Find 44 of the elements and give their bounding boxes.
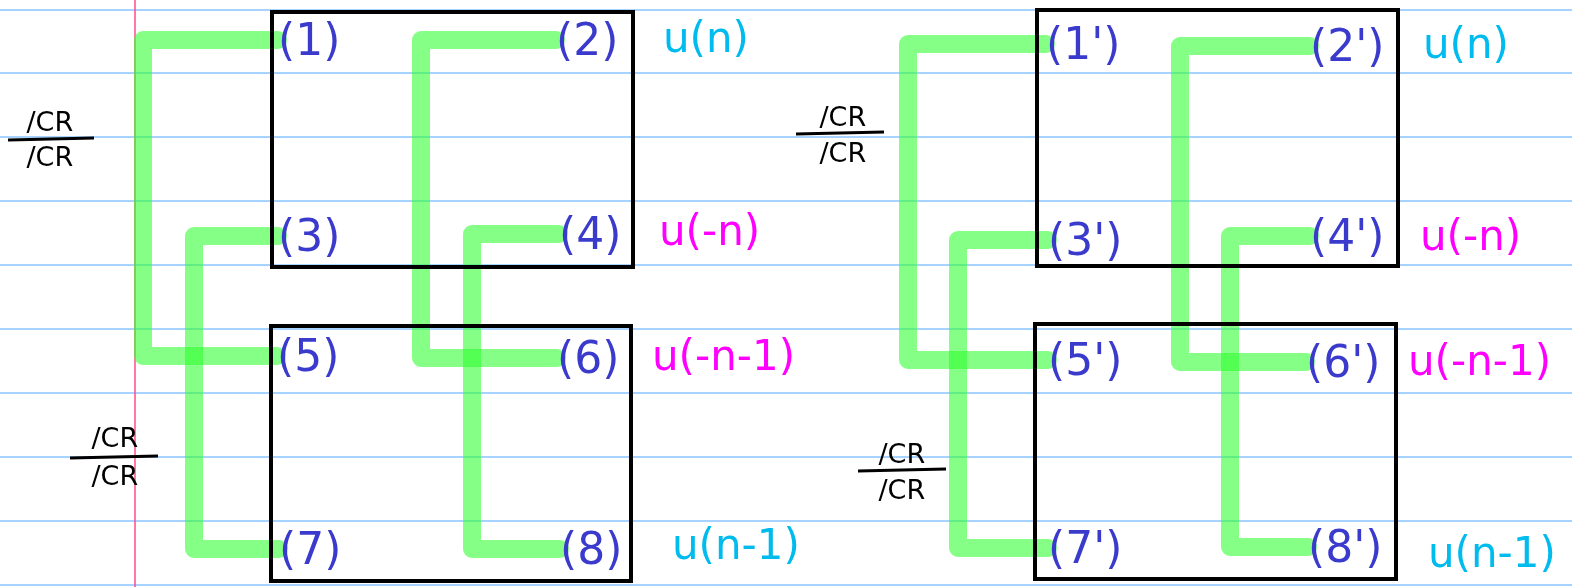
fraction-text: /CR <box>819 137 867 169</box>
function-label: u(-n) <box>1420 211 1522 261</box>
function-label: u(n) <box>663 13 749 63</box>
node-number: (1) <box>278 15 341 65</box>
node-number: (4) <box>559 209 622 259</box>
connector-line <box>134 31 287 365</box>
connector-line <box>463 225 569 558</box>
node-number: (7') <box>1048 523 1123 573</box>
fraction-text: /CR <box>878 438 926 470</box>
rectangle-frame <box>269 324 633 583</box>
fraction-text: /CR <box>878 474 926 506</box>
rectangle-frame <box>270 10 635 269</box>
node-number: (6') <box>1306 337 1381 387</box>
node-number: (2) <box>556 15 619 65</box>
node-number: (8) <box>560 524 623 574</box>
node-number: (5') <box>1048 335 1123 385</box>
node-number: (1') <box>1046 19 1121 69</box>
fraction-text: /CR <box>91 422 139 454</box>
node-number: (3) <box>278 211 341 261</box>
node-number: (4') <box>1310 211 1385 261</box>
connector-line <box>185 227 288 558</box>
fraction-text: /CR <box>26 141 74 173</box>
connector-line <box>1171 37 1319 371</box>
rectangle-frame <box>1035 8 1400 268</box>
fraction-text: /CR <box>91 460 139 492</box>
node-number: (3') <box>1048 215 1123 265</box>
function-label: u(-n-1) <box>652 331 796 381</box>
connector-line <box>412 31 566 367</box>
connector-line <box>1221 227 1319 556</box>
function-label: u(n-1) <box>1428 528 1556 578</box>
function-label: u(n-1) <box>672 520 800 570</box>
fraction-text: /CR <box>26 106 74 138</box>
node-number: (2') <box>1310 21 1385 71</box>
node-number: (5) <box>277 331 340 381</box>
node-number: (8') <box>1308 522 1383 572</box>
connector-line <box>899 35 1057 369</box>
node-number: (6) <box>557 333 620 383</box>
function-label: u(-n-1) <box>1408 336 1552 386</box>
connector-line <box>949 231 1057 557</box>
fraction-text: /CR <box>819 101 867 133</box>
node-number: (7) <box>279 524 342 574</box>
rectangle-frame <box>1033 322 1398 581</box>
function-label: u(-n) <box>659 206 761 256</box>
function-label: u(n) <box>1423 19 1509 69</box>
